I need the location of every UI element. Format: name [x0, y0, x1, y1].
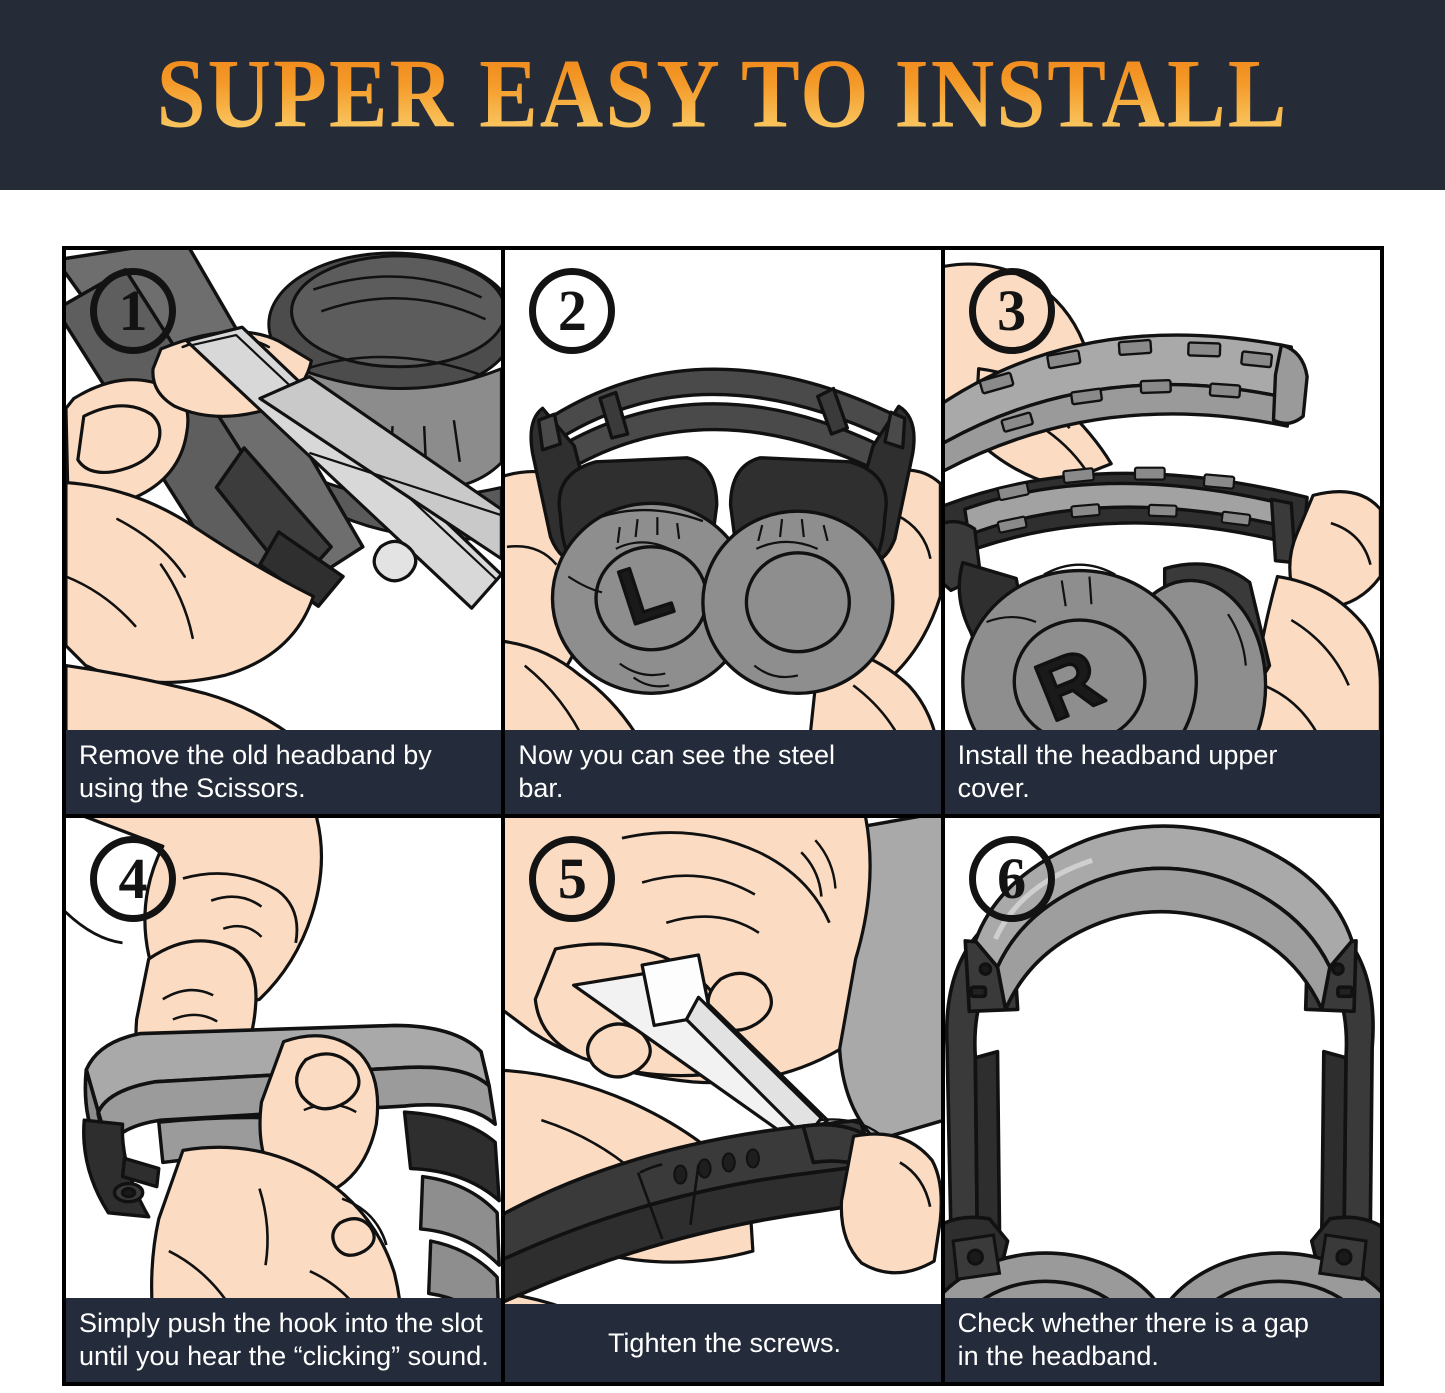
step-caption-3: Install the headband upper cover. — [944, 730, 1380, 814]
step-caption-1-line-1: Remove the old headband by — [79, 740, 432, 771]
step-badge-1: 1 — [90, 268, 176, 354]
step-panel-6: 6 Check whether there is a gap in the he… — [944, 818, 1380, 1382]
step-panel-4: 4 Simply push the hook into the slot unt… — [66, 818, 502, 1382]
step-caption-6-line-1: Check whether there is a gap — [957, 1308, 1309, 1339]
step-caption-4-line-2: until you hear the “clicking” sound. — [79, 1341, 489, 1372]
step-caption-6: Check whether there is a gap in the head… — [944, 1298, 1380, 1382]
step-badge-5: 5 — [529, 836, 616, 922]
step-panel-2: L 2 Now you can see the steel bar. — [505, 250, 941, 814]
step-caption-1: Remove the old headband by using the Sci… — [66, 730, 502, 814]
step-caption-2-line-1: Now you can see the steel — [518, 740, 836, 771]
step-badge-4: 4 — [90, 836, 176, 922]
step-caption-3-line-1: Install the headband upper — [957, 740, 1278, 771]
step-caption-4: Simply push the hook into the slot until… — [66, 1298, 502, 1382]
step-caption-5-line-1: Tighten the screws. — [607, 1327, 842, 1358]
step-caption-1-line-2: using the Scissors. — [79, 773, 306, 804]
step-caption-6-line-2: in the headband. — [957, 1341, 1159, 1372]
page-title: SUPER EASY TO INSTALL — [156, 40, 1289, 149]
step-badge-2: 2 — [529, 268, 616, 354]
step-caption-2: Now you can see the steel bar. — [505, 730, 941, 814]
step-panel-5: 5 Tighten the screws. — [505, 818, 941, 1382]
step-panel-3: R 3 Install the headband upper cover. — [944, 250, 1380, 814]
steps-grid: 1 Remove the old headband by using the S… — [62, 246, 1384, 1386]
step-caption-5: Tighten the screws. — [505, 1304, 941, 1382]
step-badge-3: 3 — [968, 268, 1055, 354]
illustration-install-upper-cover: R — [944, 250, 1380, 814]
step-caption-4-line-1: Simply push the hook into the slot — [79, 1308, 483, 1339]
header-bar: SUPER EASY TO INSTALL — [0, 0, 1445, 190]
step-panel-1: 1 Remove the old headband by using the S… — [66, 250, 502, 814]
step-caption-2-line-2: bar. — [518, 773, 564, 804]
step-caption-3-line-2: cover. — [957, 773, 1030, 804]
step-badge-6: 6 — [968, 836, 1055, 922]
